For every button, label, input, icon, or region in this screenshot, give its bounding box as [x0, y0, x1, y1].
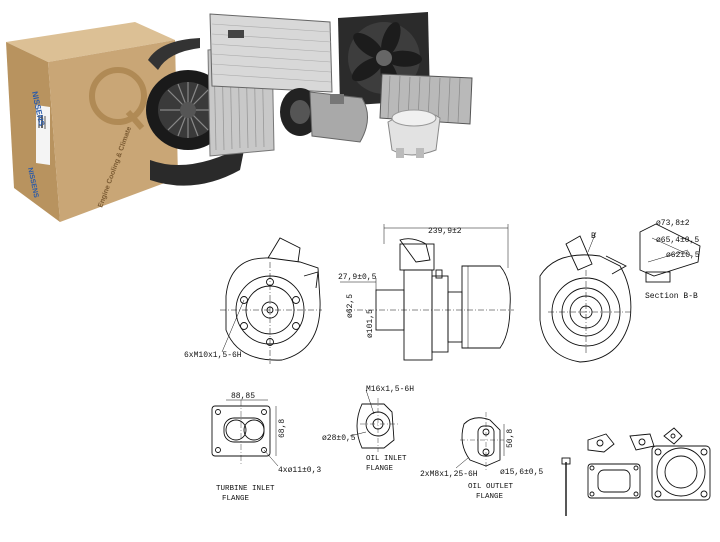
- section-d1: ø73,8±2: [656, 219, 690, 228]
- blower-motor-icon: [146, 38, 245, 186]
- oil-inlet-caption-line1: OIL INLET: [366, 455, 407, 463]
- oil-inlet-dia: ø28±0,5: [322, 434, 356, 443]
- oil-outlet-caption-line1: OIL OUTLET: [468, 483, 514, 491]
- dim-left: 27,9±0,5: [338, 273, 377, 282]
- turbo-side-view: [340, 224, 514, 361]
- barcode-icon: [38, 115, 46, 129]
- product-photo: NISSENS NISSENS Engine Cooling & Climate: [6, 12, 473, 222]
- oil-inlet-caption-line2: FLANGE: [366, 465, 394, 473]
- section-mark: B: [591, 232, 596, 241]
- gasket-kit: [561, 427, 711, 516]
- turbine-inlet-flange: [211, 399, 279, 467]
- ac-compressor-icon: [280, 88, 368, 143]
- oil-outlet-height: 50,8: [506, 429, 515, 448]
- turbo-rear-view: [539, 231, 632, 363]
- oil-outlet-caption-line2: FLANGE: [476, 493, 504, 501]
- section-label: Section B-B: [645, 292, 698, 301]
- turbine-caption-line2: FLANGE: [222, 495, 250, 503]
- oil-inlet-thread: M16x1,5-6H: [366, 385, 414, 394]
- q-logo-icon: [89, 67, 147, 130]
- oil-outlet-flange: [455, 412, 505, 470]
- technical-drawing: 6xM10x1,5-6H 239,9±2 27,9±0,5 ø101,5 ø62…: [184, 219, 711, 516]
- section-d3: ø62±0,5: [666, 251, 700, 260]
- turbo-front-view: [220, 237, 322, 364]
- dim-width: 239,9±2: [428, 227, 462, 236]
- cardboard-box: NISSENS NISSENS Engine Cooling & Climate: [6, 22, 178, 222]
- oil-outlet-dia: ø15,6±0,5: [500, 468, 543, 477]
- condenser-icon: [209, 13, 333, 93]
- section-bb-view: [639, 223, 701, 283]
- turbine-width: 88,85: [231, 392, 255, 401]
- dim-inner: ø62,5: [346, 294, 355, 318]
- turbine-height: 68,8: [278, 419, 287, 438]
- oil-inlet-flange: [349, 389, 398, 452]
- label-bolts: 6xM10x1,5-6H: [184, 351, 242, 360]
- section-d2: ø65,4±0,5: [656, 236, 699, 245]
- oil-outlet-thread: 2xM8x1,25-6H: [420, 470, 478, 479]
- turbine-holes: 4xø11±0,3: [278, 466, 321, 475]
- turbine-caption-line1: TURBINE INLET: [216, 485, 275, 493]
- dim-bore: ø101,5: [366, 309, 375, 338]
- receiver-drier-icon: [387, 109, 441, 158]
